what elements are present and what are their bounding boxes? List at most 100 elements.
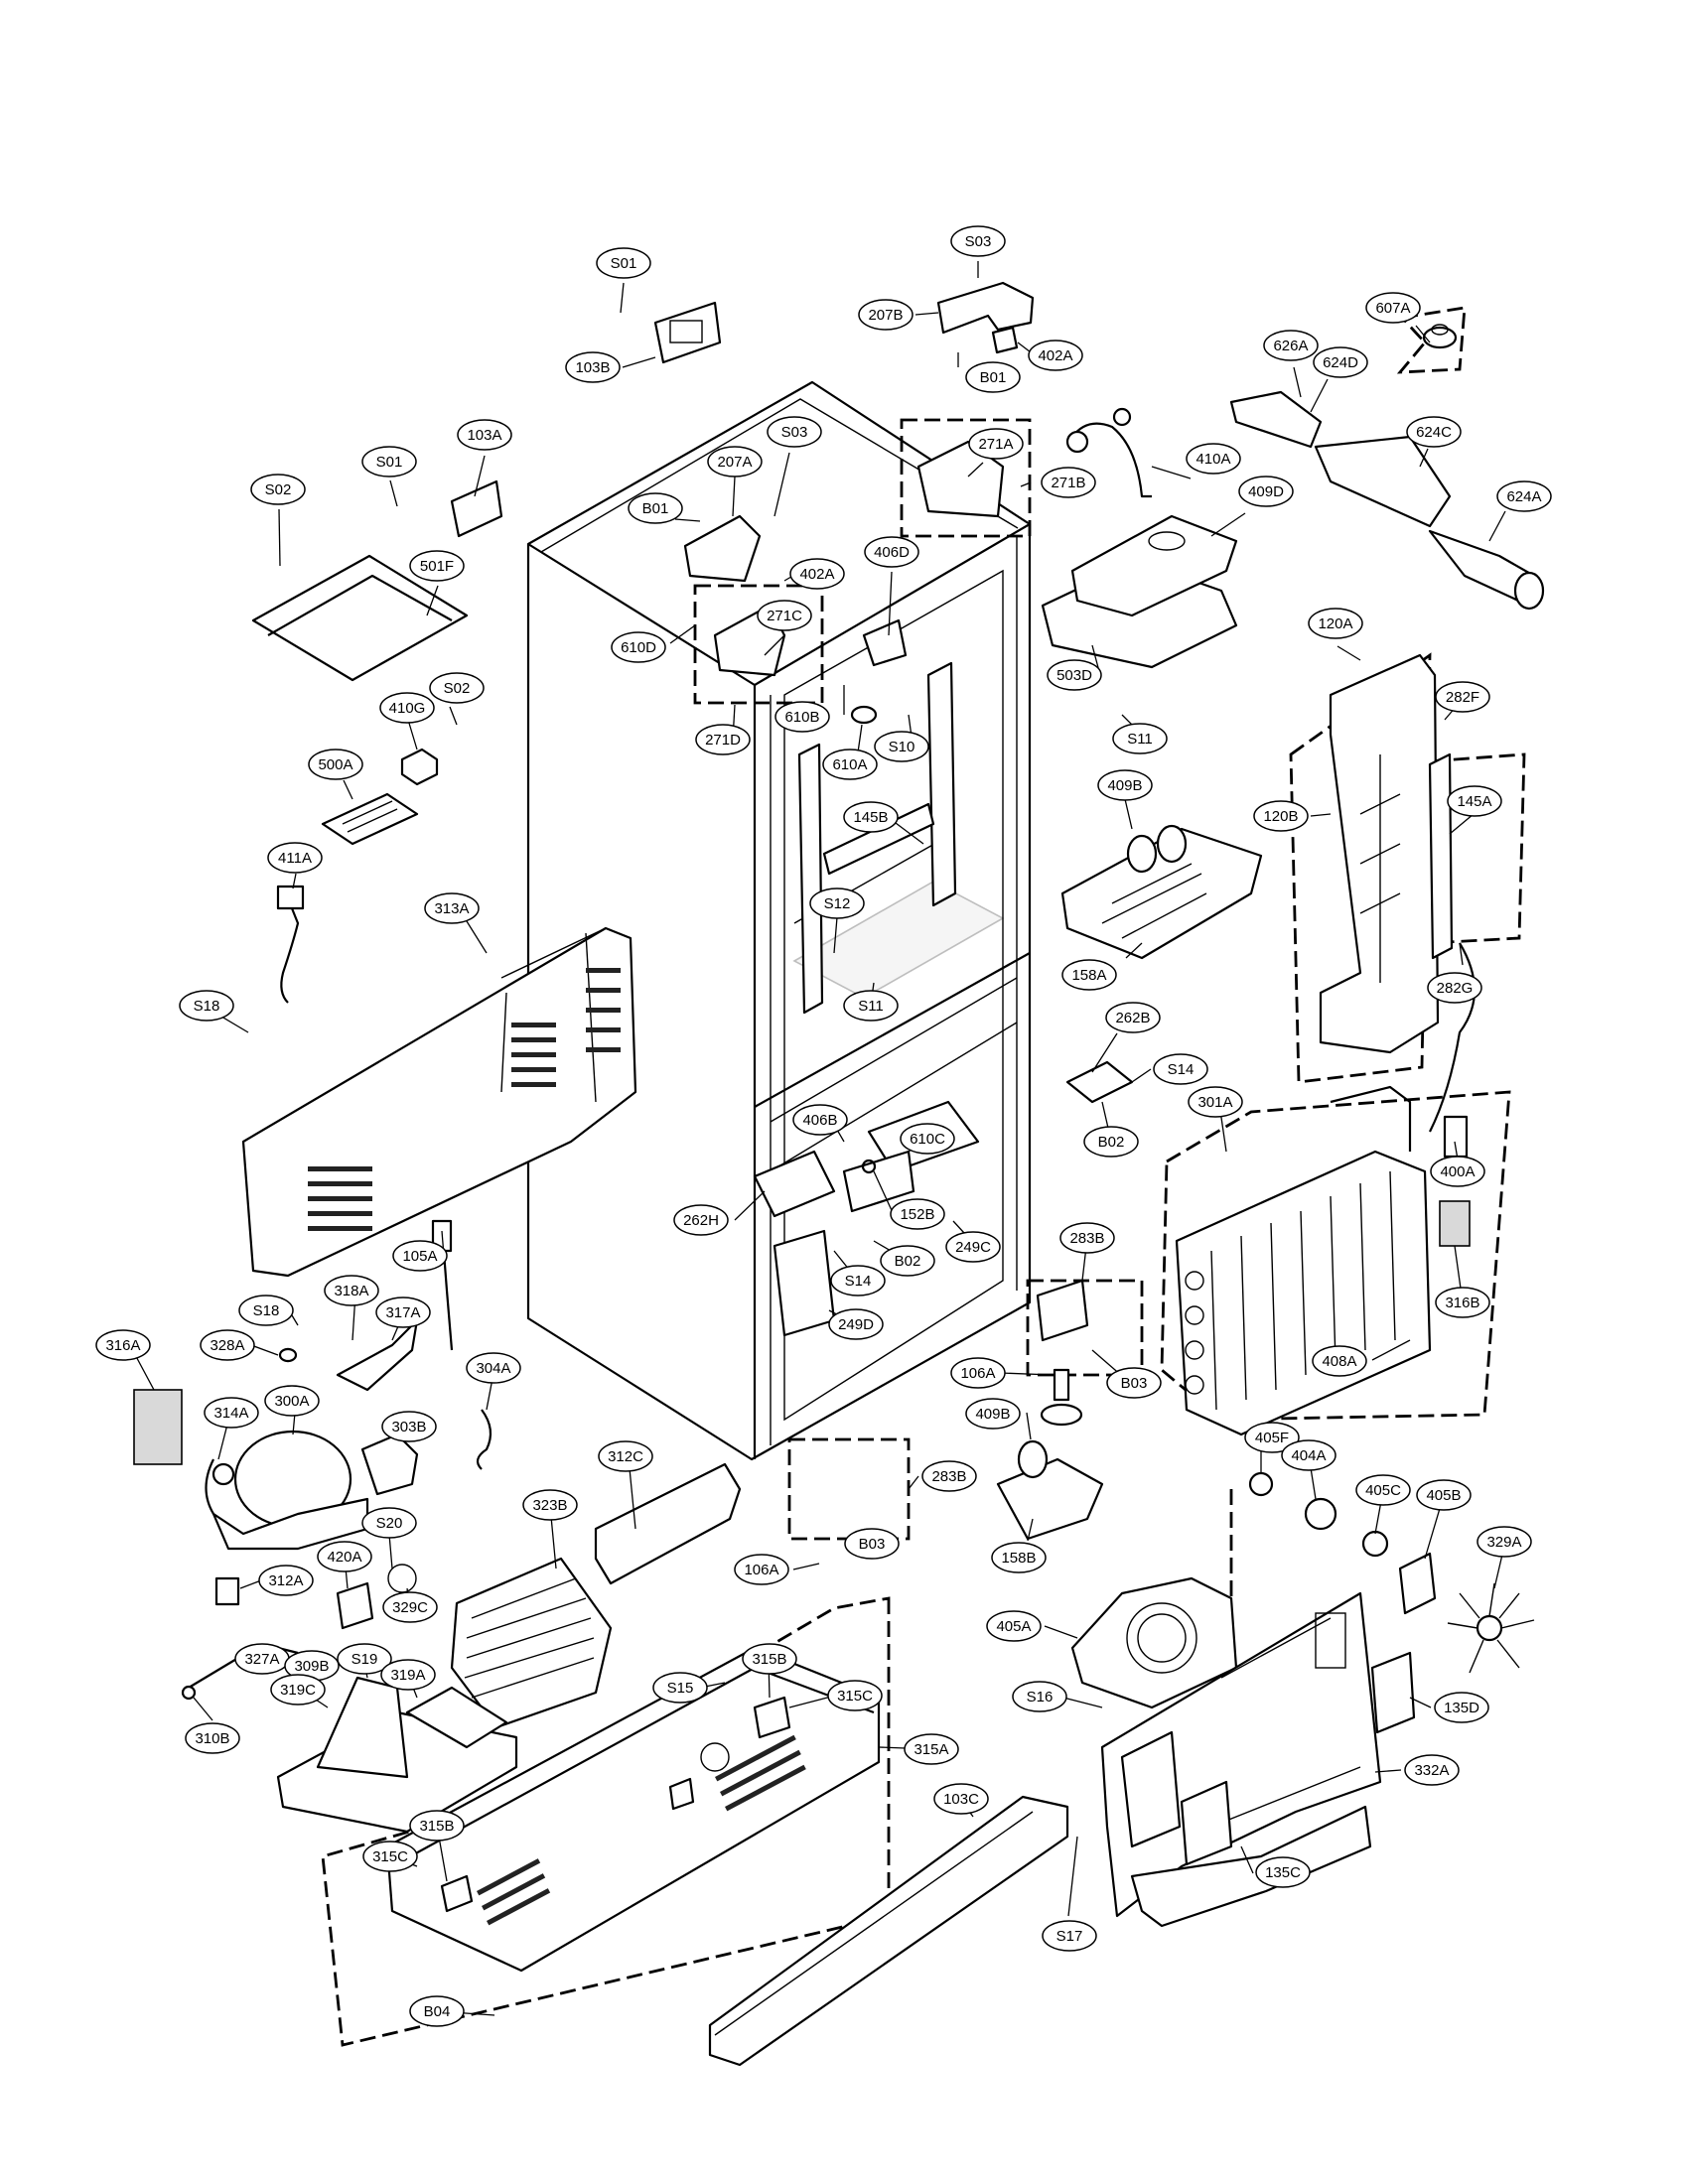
callout-b03-mid: B03 <box>844 1528 900 1560</box>
vent-slots-313a <box>308 968 621 1231</box>
callout-bubble <box>707 446 763 478</box>
callout-label: 501F <box>420 558 454 575</box>
callout-bubble <box>522 1489 578 1521</box>
callout-bubble <box>827 1680 883 1711</box>
callout-249d: 249D <box>828 1308 884 1340</box>
callout-bubble <box>900 1123 955 1155</box>
callout-bubble <box>864 536 919 568</box>
callout-label: 410A <box>1196 451 1230 468</box>
callout-label: 405F <box>1255 1430 1289 1446</box>
callout-bubble <box>1447 785 1502 817</box>
callout-bubble <box>652 1672 708 1704</box>
callout-323b: 323B <box>522 1489 578 1521</box>
callout-405a: 405A <box>986 1610 1042 1642</box>
callout-bubble <box>1435 681 1490 713</box>
callout-bubble <box>1186 443 1241 475</box>
callout-bubble <box>1097 769 1153 801</box>
callout-319c: 319C <box>270 1674 326 1706</box>
callout-411a: 411A <box>267 842 323 874</box>
callout-bubble <box>933 1783 989 1815</box>
callout-bubble <box>822 749 878 780</box>
callout-bubble <box>1308 608 1363 639</box>
callout-303b: 303B <box>381 1411 437 1442</box>
callout-bubble <box>809 887 865 919</box>
callout-label: 105A <box>402 1248 437 1265</box>
callout-label: 315C <box>837 1688 873 1705</box>
callout-label: 409D <box>1248 483 1284 500</box>
vent-slots-315a <box>476 1734 806 1926</box>
callout-label: B03 <box>859 1536 886 1553</box>
callout-label: S14 <box>1168 1061 1195 1078</box>
callout-label: 500A <box>318 756 352 773</box>
callout-bubble <box>466 1352 521 1384</box>
callout-bubble <box>1253 800 1309 832</box>
callout-bubble <box>945 1231 1001 1263</box>
callout-624a: 624A <box>1496 480 1552 512</box>
callout-label: 315A <box>914 1741 948 1758</box>
callout-label: B02 <box>1098 1134 1125 1151</box>
callout-402a-top: 402A <box>1028 340 1083 371</box>
callout-label: 400A <box>1440 1163 1475 1180</box>
callout-501f: 501F <box>409 550 465 582</box>
callout-410g: 410G <box>379 692 435 724</box>
callout-label: 610D <box>621 639 656 656</box>
callout-bubble <box>379 692 435 724</box>
callout-bubble <box>673 1204 729 1236</box>
callout-bubble <box>392 1240 448 1272</box>
callout-s14-mid: S14 <box>830 1265 886 1297</box>
callout-bubble <box>986 1610 1042 1642</box>
callout-s11-mid: S11 <box>843 990 899 1022</box>
callout-label: 406D <box>874 544 910 561</box>
callout-300a: 300A <box>264 1385 320 1417</box>
callout-bubble <box>1404 1754 1460 1786</box>
callout-bubble <box>1313 346 1368 378</box>
callout-label: 328A <box>210 1337 244 1354</box>
callout-bubble <box>965 1398 1021 1430</box>
callout-406b: 406B <box>792 1104 848 1136</box>
callout-120b: 120B <box>1253 800 1309 832</box>
callout-bubble <box>695 724 751 755</box>
callout-bubble <box>361 1507 417 1539</box>
top-parts <box>251 281 1545 682</box>
callout-s15: S15 <box>652 1672 708 1704</box>
callout-label: 406B <box>802 1112 837 1129</box>
callout-label: 120B <box>1263 808 1298 825</box>
callout-bubble <box>789 558 845 590</box>
callout-610c: 610C <box>900 1123 955 1155</box>
callout-label: S02 <box>444 680 471 697</box>
callout-bubble <box>457 419 512 451</box>
callout-b01-mid: B01 <box>628 492 683 524</box>
callout-label: 329C <box>392 1599 428 1616</box>
callout-s02-top: S02 <box>250 474 306 505</box>
callout-315c-bot: 315C <box>362 1841 418 1872</box>
callout-135d: 135D <box>1434 1692 1489 1723</box>
callout-label: 316A <box>105 1337 140 1354</box>
callout-207a: 207A <box>707 446 763 478</box>
callout-310b: 310B <box>185 1722 240 1754</box>
callout-s12: S12 <box>809 887 865 919</box>
callout-103a: 103A <box>457 419 512 451</box>
callout-label: 315C <box>372 1848 408 1865</box>
callout-312c: 312C <box>598 1440 653 1472</box>
callout-bubble <box>1106 1367 1162 1399</box>
callout-405f: 405F <box>1244 1422 1300 1453</box>
callout-label: 411A <box>278 850 312 867</box>
callout-409b-top: 409B <box>1097 769 1153 801</box>
callout-bubble <box>1430 1156 1485 1187</box>
callout-135c: 135C <box>1255 1856 1311 1888</box>
callout-s18-mid: S18 <box>238 1295 294 1326</box>
callout-bubble <box>200 1329 255 1361</box>
callout-label: 319C <box>280 1682 316 1699</box>
callout-label: 319A <box>390 1667 425 1684</box>
callout-label: 315B <box>752 1651 786 1668</box>
callout-label: 120A <box>1318 615 1352 632</box>
callout-label: 317A <box>385 1304 420 1321</box>
callout-158b: 158B <box>991 1542 1047 1573</box>
callout-bubble <box>921 1460 977 1492</box>
callout-bubble <box>317 1541 372 1572</box>
callout-s16: S16 <box>1012 1681 1067 1712</box>
callout-label: 303B <box>391 1419 426 1435</box>
callout-bubble <box>382 1591 438 1623</box>
callout-bubble <box>179 990 234 1022</box>
callout-bubble <box>734 1554 789 1585</box>
